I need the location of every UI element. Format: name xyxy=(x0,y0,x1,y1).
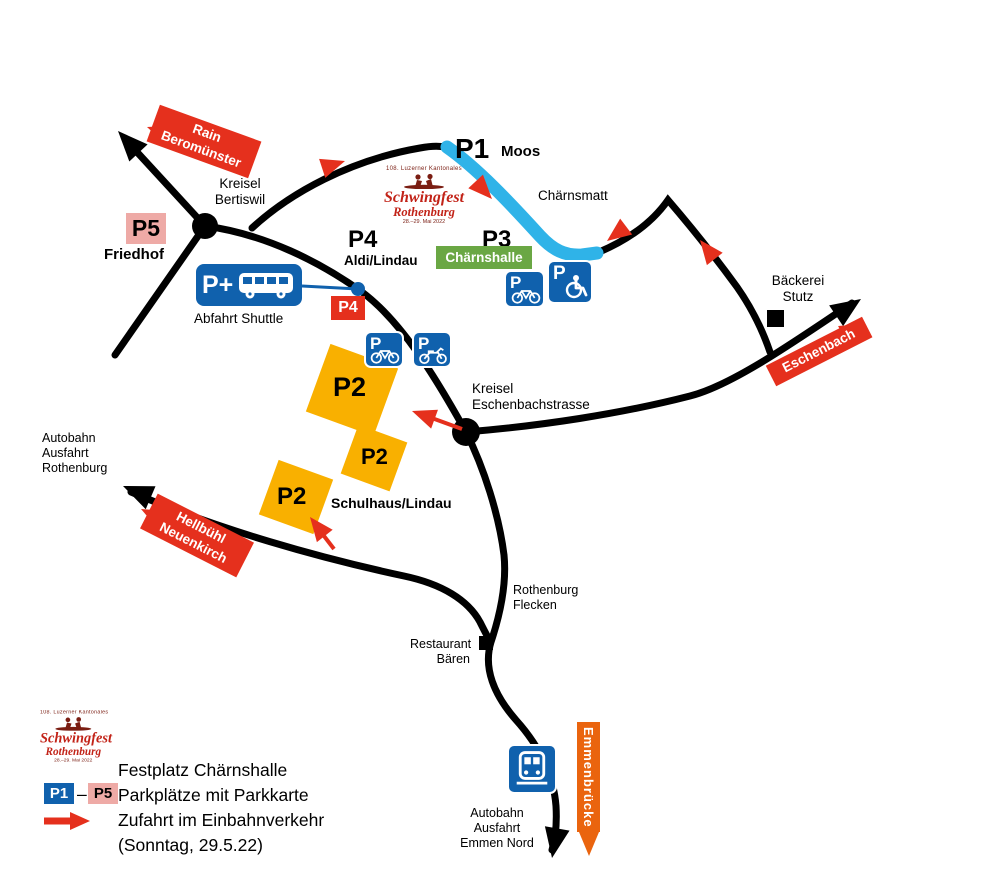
legend-p5-badge: P5 xyxy=(88,783,118,804)
logo-date: 28.–29. Mai 2022 xyxy=(402,219,446,225)
road-p1-highlighted xyxy=(440,140,604,262)
restaurant-baeren-marker xyxy=(479,636,493,650)
banner-arrow-emmenbruecke xyxy=(579,832,599,856)
abfahrt-shuttle-label: Abfahrt Shuttle xyxy=(194,311,284,326)
p-letter: P xyxy=(370,334,382,353)
p2-label-middle: P2 xyxy=(361,444,388,469)
logo-title: Schwingfest xyxy=(384,189,465,206)
p2-label-south: P2 xyxy=(277,483,307,510)
p1-label: P1 xyxy=(455,133,490,164)
wrestlers-icon xyxy=(404,173,444,189)
label-line: Ausfahrt xyxy=(42,446,89,460)
autobahn-emmen-label: Autobahn Ausfahrt Emmen Nord xyxy=(460,806,534,851)
p4-red-badge: P4 xyxy=(331,296,365,320)
legend-logo: 108. Luzerner Kantonales Schwingfest Rot… xyxy=(40,710,113,764)
label-line: Restaurant xyxy=(410,637,472,651)
friedhof-label: Friedhof xyxy=(104,246,164,263)
logo-top-text: 108. Luzerner Kantonales xyxy=(40,710,109,716)
p2-area-middle xyxy=(340,424,408,492)
schulhaus-lindau-label: Schulhaus/Lindau xyxy=(331,495,452,511)
p2-areas xyxy=(258,343,408,535)
chaernshalle-badge: Chärnshalle xyxy=(436,246,532,269)
label-line: Bertiswil xyxy=(214,192,266,207)
baeckerei-stutz-marker xyxy=(767,310,784,327)
label-line: Rothenburg xyxy=(513,583,579,597)
legend-zufahrt: Zufahrt im Einbahnverkehr xyxy=(118,810,325,830)
label-line: Kreisel xyxy=(472,381,514,396)
p4-label: P4 xyxy=(348,226,378,253)
label-line: Rothenburg xyxy=(42,461,108,475)
aldi-lindau-label: Aldi/Lindau xyxy=(344,253,418,268)
baeckerei-stutz-label: Bäckerei Stutz xyxy=(762,273,834,305)
restaurant-baeren-label: Restaurant Bären xyxy=(410,637,472,667)
kreisel-bertiswil-circle xyxy=(192,213,218,239)
label-line: Eschenbachstrasse xyxy=(472,397,590,412)
bicycle-icon xyxy=(370,350,400,364)
banner-emmenbruecke: Emmenbrücke xyxy=(577,722,600,832)
label-line: Stutz xyxy=(782,289,814,304)
p-plus-label: P+ xyxy=(202,270,234,299)
p-letter: P xyxy=(510,273,522,292)
label-line: Flecken xyxy=(513,598,557,612)
schwingfest-logo: 108. Luzerner Kantonales Schwingfest Rot… xyxy=(384,166,464,225)
rothenburg-flecken-label: Rothenburg Flecken xyxy=(513,583,578,613)
road-south-emmen xyxy=(462,428,560,854)
chaernsmatt-label: Chärnsmatt xyxy=(538,188,608,203)
logo-title: Schwingfest xyxy=(40,730,113,746)
shuttle-connector-line xyxy=(301,284,359,291)
disabled-parking-sign: P xyxy=(549,262,591,302)
logo-date: 28.–29. Mai 2022 xyxy=(54,757,93,764)
label-line: Bäckerei xyxy=(771,273,825,288)
motorcycle-parking-sign: P xyxy=(414,333,450,366)
logo-subtitle: Rothenburg xyxy=(393,205,455,219)
autobahn-rothenburg-label: Autobahn Ausfahrt Rothenburg xyxy=(42,431,107,476)
moos-label: Moos xyxy=(501,143,541,160)
road-arrow-emmen-nord xyxy=(539,826,570,861)
road-arrow-rothenburg-west xyxy=(118,474,156,510)
p2-label-north: P2 xyxy=(333,372,367,402)
label-line: Ausfahrt xyxy=(473,821,521,835)
road-chaernsmatt-baeckerei xyxy=(593,194,774,356)
wrestlers-icon xyxy=(55,717,92,731)
one-way-arrow-icon xyxy=(44,812,90,830)
p2-area-south xyxy=(258,459,334,535)
legend-parkplaetze: Parkplätze mit Parkkarte xyxy=(118,785,309,805)
road-eschenbach xyxy=(462,299,856,436)
legend-sonntag: (Sonntag, 29.5.22) xyxy=(118,835,263,855)
one-way-arrow-kreisel-p2 xyxy=(408,401,438,429)
motorcycle-icon xyxy=(419,347,447,364)
p5-badge: P5 xyxy=(126,213,166,244)
bicycle-icon xyxy=(511,290,541,304)
label-line: Bären xyxy=(436,652,470,666)
wheelchair-icon xyxy=(565,275,588,299)
bus-icon xyxy=(239,273,294,299)
kreisel-bertiswil-label: Kreisel Bertiswil xyxy=(205,176,275,208)
legend-festplatz: Festplatz Chärnshalle xyxy=(118,760,288,780)
label-line: Emmen Nord xyxy=(460,836,534,850)
legend-p1-badge: P1 xyxy=(44,783,74,804)
bike-parking-sign-chaernshalle: P xyxy=(506,272,543,306)
train-icon xyxy=(516,751,548,785)
p2-area-north xyxy=(305,343,399,437)
kreisel-eschenbachstrasse-circle xyxy=(452,418,480,446)
p-letter: P xyxy=(418,334,430,353)
label-line: Kreisel xyxy=(219,176,261,191)
label-line: Autobahn xyxy=(470,806,524,820)
bike-parking-sign: P xyxy=(366,333,402,366)
shuttle-parking-sign: P+ xyxy=(196,264,302,306)
logo-top-text: 108. Luzerner Kantonales xyxy=(386,166,462,172)
label-line: Autobahn xyxy=(42,431,96,445)
p-letter: P xyxy=(553,263,566,284)
legend-range-dash: – xyxy=(77,784,87,804)
train-station-sign xyxy=(509,746,555,792)
kreisel-eschenbachstrasse-label: Kreisel Eschenbachstrasse xyxy=(472,381,590,413)
shuttle-stop-dot xyxy=(351,282,365,296)
logo-subtitle: Rothenburg xyxy=(45,745,102,758)
